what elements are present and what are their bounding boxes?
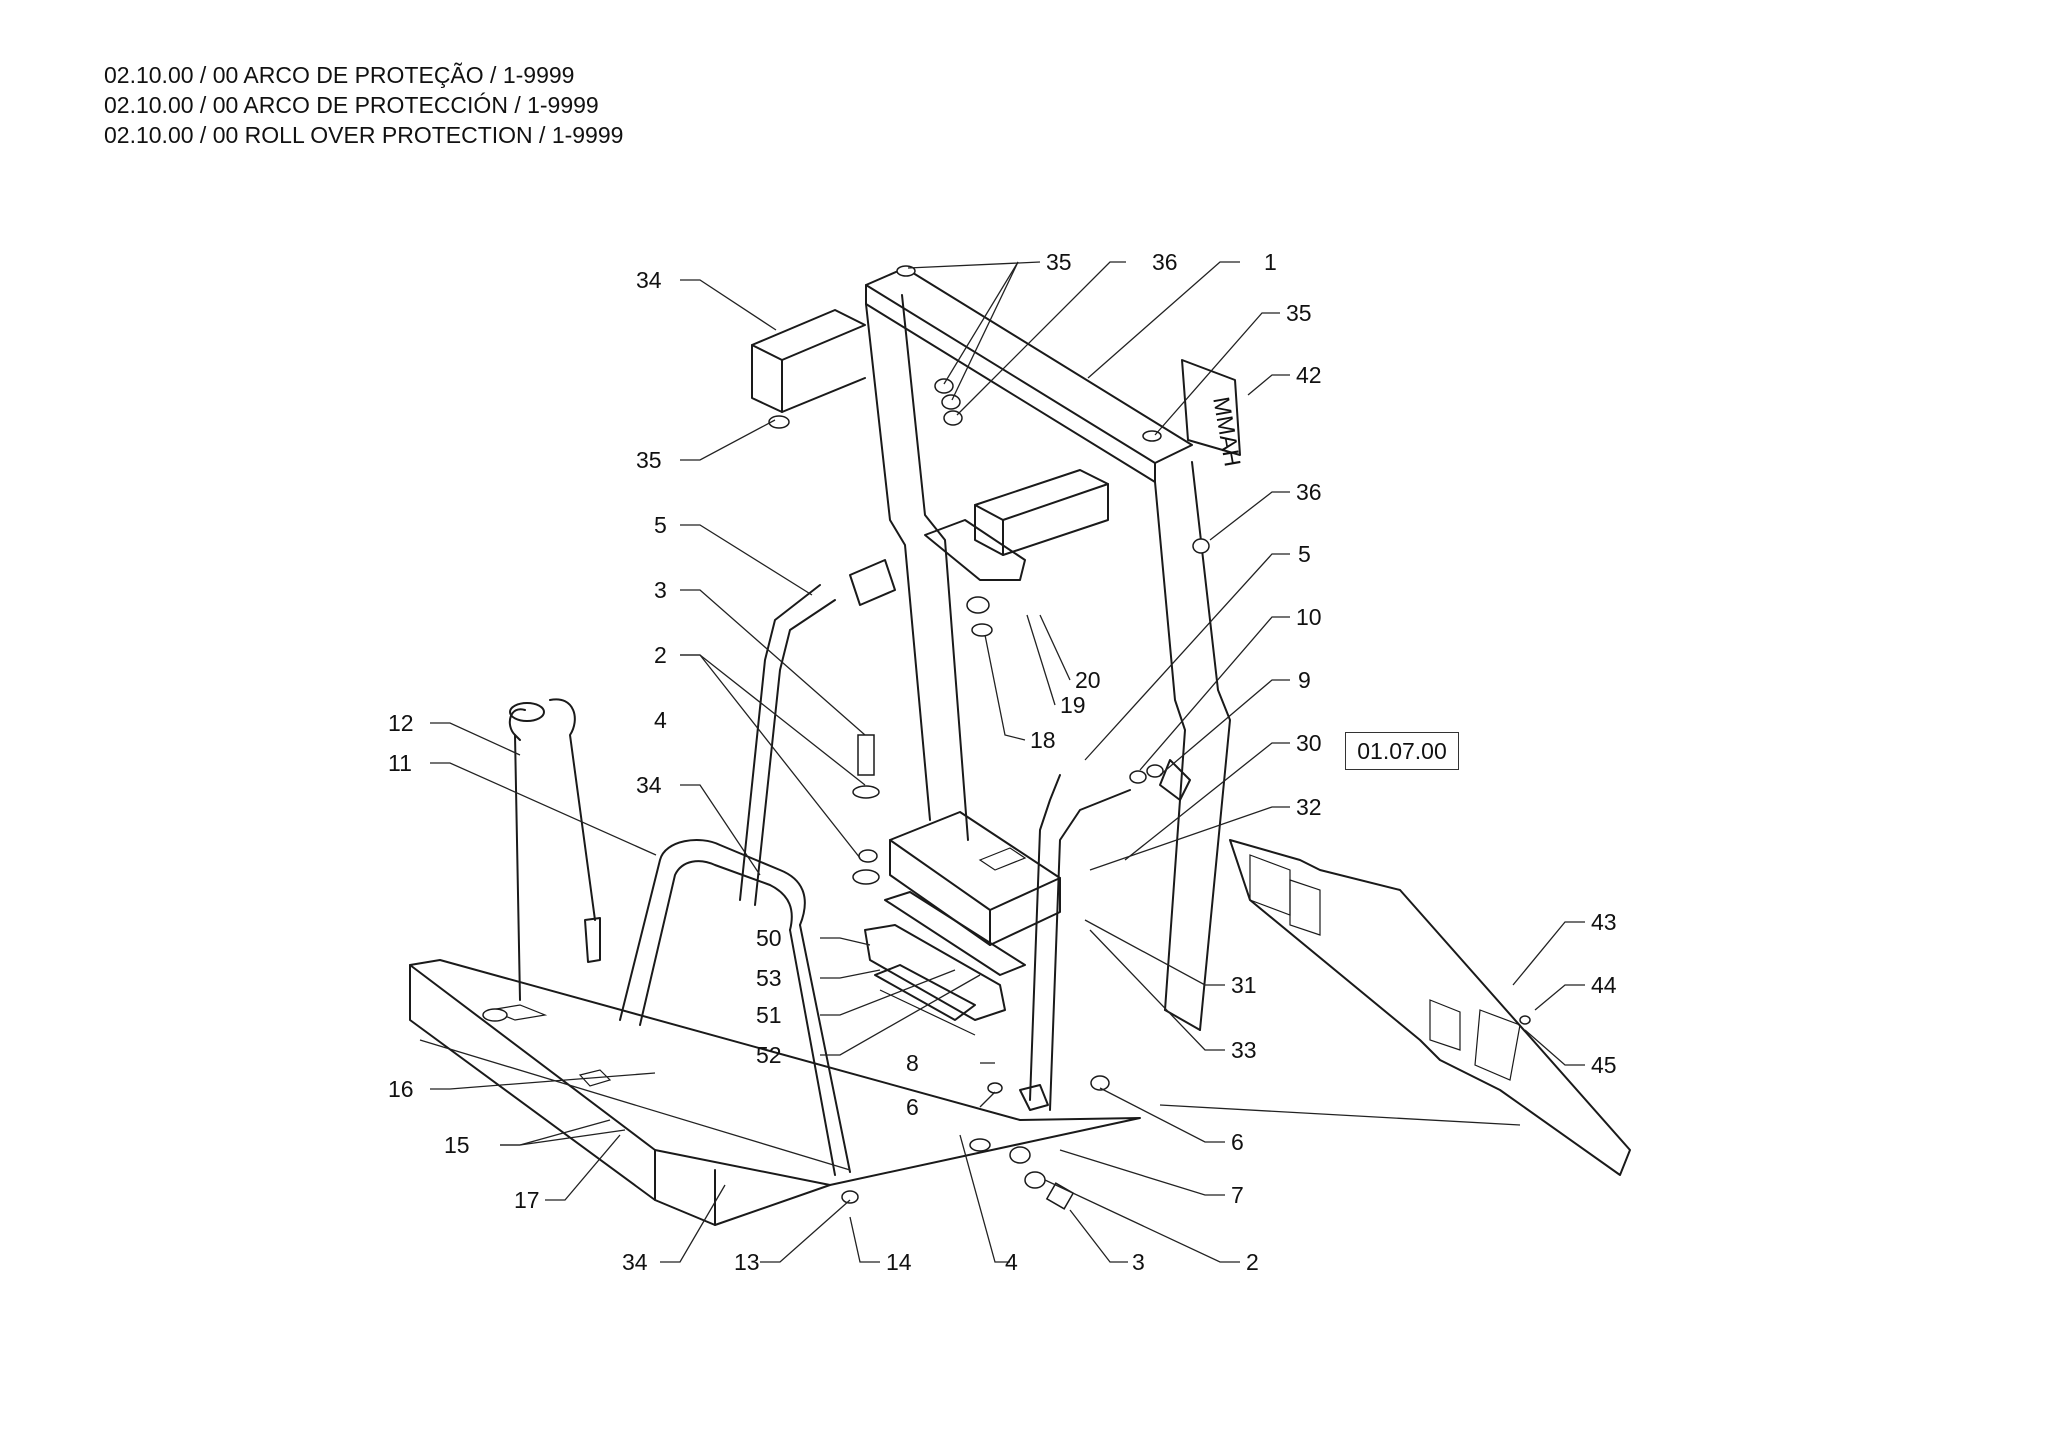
callout: 52 bbox=[756, 1042, 782, 1068]
callout: 34 bbox=[622, 1249, 648, 1275]
callout: 12 bbox=[388, 710, 414, 736]
rops-main-frame bbox=[751, 267, 1231, 1031]
front-tube bbox=[619, 839, 851, 1176]
callout: 9 bbox=[1298, 667, 1311, 693]
callout: 7 bbox=[1231, 1182, 1244, 1208]
callout: 45 bbox=[1591, 1052, 1617, 1078]
title-es: 02.10.00 / 00 ARCO DE PROTECCIÓN / 1-999… bbox=[104, 92, 599, 118]
callout: 13 bbox=[734, 1249, 760, 1275]
callout: 32 bbox=[1296, 794, 1322, 820]
callout: 34 bbox=[636, 772, 662, 798]
callout: 51 bbox=[756, 1002, 782, 1028]
callout: 35 bbox=[636, 447, 662, 473]
callout: 16 bbox=[388, 1076, 414, 1102]
callout: 50 bbox=[756, 925, 782, 951]
callout: 2 bbox=[1246, 1249, 1259, 1275]
callout: 6 bbox=[906, 1094, 919, 1120]
callout: 4 bbox=[1005, 1249, 1018, 1275]
callout: 35 bbox=[1286, 300, 1312, 326]
callout: 1 bbox=[1264, 249, 1277, 275]
callout: 15 bbox=[444, 1132, 470, 1158]
callout: 18 bbox=[1030, 727, 1056, 753]
callout: 6 bbox=[1231, 1129, 1244, 1155]
reference-box: 01.07.00 bbox=[1345, 732, 1459, 770]
callout: 36 bbox=[1152, 249, 1178, 275]
callout: 53 bbox=[756, 965, 782, 991]
callout: 42 bbox=[1296, 362, 1322, 388]
callout: 10 bbox=[1296, 604, 1322, 630]
callout: 3 bbox=[654, 577, 667, 603]
hardware bbox=[768, 265, 1531, 1210]
callout: 44 bbox=[1591, 972, 1617, 998]
callout: 33 bbox=[1231, 1037, 1257, 1063]
callout: 30 bbox=[1296, 730, 1322, 756]
base-plate bbox=[409, 959, 1141, 1226]
title-pt: 02.10.00 / 00 ARCO DE PROTEÇÃO / 1-9999 bbox=[104, 62, 575, 88]
callout: 3 bbox=[1132, 1249, 1145, 1275]
callout: 5 bbox=[1298, 541, 1311, 567]
callout: 8 bbox=[906, 1050, 919, 1076]
callout: 36 bbox=[1296, 479, 1322, 505]
title-block: 02.10.00 / 00 ARCO DE PROTEÇÃO / 1-9999 … bbox=[104, 60, 623, 150]
side-plate-with-decals bbox=[1229, 839, 1631, 1176]
mmah-decal: MMAH bbox=[1181, 359, 1246, 469]
callout: 5 bbox=[654, 512, 667, 538]
inner-tube-frame bbox=[739, 559, 1191, 1111]
handle-tube bbox=[508, 698, 601, 1001]
callout: 11 bbox=[388, 750, 412, 776]
callout: 17 bbox=[514, 1187, 540, 1213]
callout: 31 bbox=[1231, 972, 1257, 998]
decal-text: MMAH bbox=[1208, 395, 1246, 469]
callout: 34 bbox=[636, 267, 662, 293]
callout: 35 bbox=[1046, 249, 1072, 275]
title-en: 02.10.00 / 00 ROLL OVER PROTECTION / 1-9… bbox=[104, 122, 624, 148]
callout: 19 bbox=[1060, 692, 1086, 718]
callout: 2 bbox=[654, 642, 667, 668]
callout-labels: 34 35 36 1 35 42 35 36 5 5 3 10 2 9 20 1… bbox=[388, 249, 1617, 1275]
leader-lines bbox=[419, 261, 1585, 1263]
callout: 14 bbox=[886, 1249, 912, 1275]
callout: 43 bbox=[1591, 909, 1617, 935]
callout: 4 bbox=[654, 707, 667, 733]
seat-mount-block bbox=[884, 811, 1061, 976]
callout: 20 bbox=[1075, 667, 1101, 693]
